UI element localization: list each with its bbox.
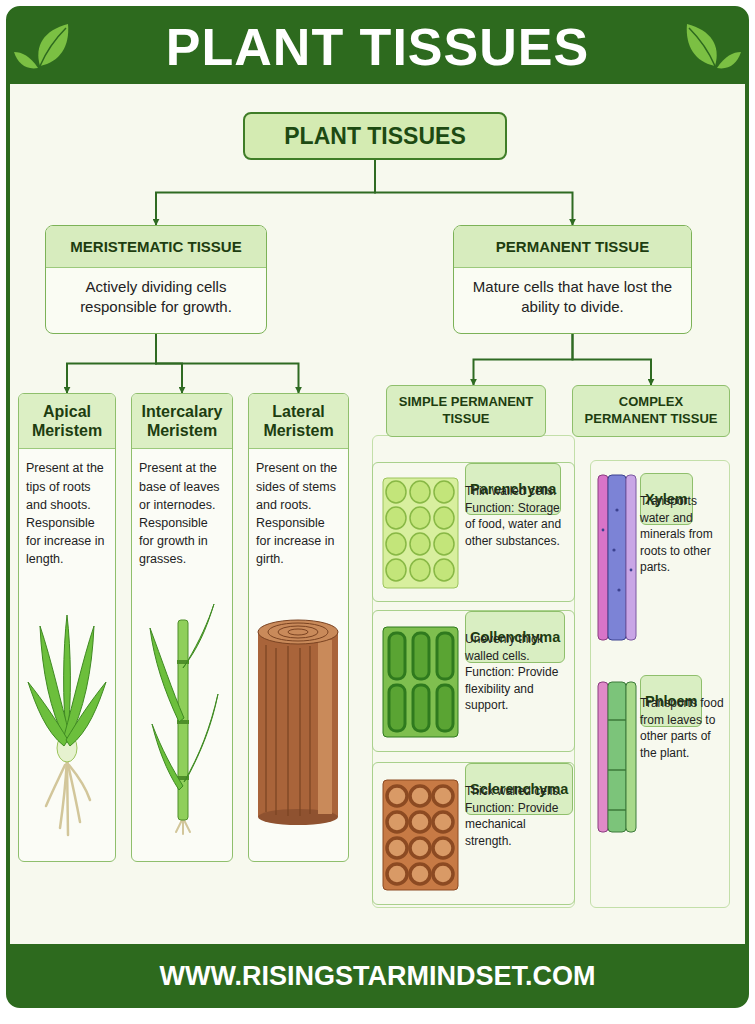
tissue-box: PhloemTransports food from leaves to oth… (590, 675, 730, 855)
connector-arrow (156, 160, 375, 225)
footer-url: WWW.RISINGSTARMINDSET.COM (20, 952, 735, 1000)
node-body: Unevenly thick walled cells. Function: P… (465, 631, 570, 714)
column-fill (248, 393, 349, 862)
node-body: Actively dividing cells responsible for … (46, 268, 266, 327)
node-heading: SIMPLE PERMANENT TISSUE (386, 385, 546, 437)
root-box: PLANT TISSUES (243, 112, 507, 160)
sclerenchyma-cells (383, 780, 458, 890)
node-heading: MERISTEMATIC TISSUE (46, 226, 266, 268)
connector-arrow (67, 334, 156, 393)
title-text: PLANT TISSUES (90, 14, 665, 80)
connector-arrow (474, 334, 573, 385)
tissue-box: SIMPLE PERMANENT TISSUE ParenchymaThin wa… (372, 385, 575, 908)
node-body: Thin walled cells. Function: Storage of … (465, 483, 570, 549)
column-fill (18, 393, 116, 862)
parenchyma-cells (383, 478, 458, 588)
footer-band (8, 944, 747, 1006)
shoot-tip-illustration (28, 615, 106, 835)
collenchyma-cells (383, 627, 458, 737)
node-heading: Apical Meristem (19, 394, 115, 449)
node-body: Present at the base of leaves or interno… (132, 449, 232, 578)
tissue-box: XylemTransports water and minerals from … (590, 473, 730, 653)
tissue-box: CollenchymaUnevenly thick walled cells. … (372, 610, 575, 752)
tissue-box: MERISTEMATIC TISSUEActively dividing cel… (45, 225, 267, 334)
tissue-box: Apical MeristemPresent at the tips of ro… (18, 393, 116, 862)
node-heading: Intercalary Meristem (132, 394, 232, 449)
node-heading: PLANT TISSUES (245, 117, 505, 156)
leaf-icon (687, 24, 741, 68)
node-body: Mature cells that have lost the ability … (454, 268, 691, 327)
column-fill (131, 393, 233, 862)
header-band (8, 8, 747, 84)
node-heading: Lateral Meristem (249, 394, 348, 449)
woody-stem-illustration (258, 620, 338, 825)
tissue-box: Intercalary MeristemPresent at the base … (131, 393, 233, 862)
node-body: Present at the tips of roots and shoots.… (19, 449, 115, 578)
xylem-vessels (598, 475, 636, 640)
leaf-icon (14, 24, 68, 68)
node-body: Transports water and minerals from roots… (640, 493, 726, 576)
node-heading: COMPLEX PERMANENT TISSUE (572, 385, 730, 437)
tissue-box: ParenchymaThin walled cells. Function: S… (372, 462, 575, 602)
node-heading: PERMANENT TISSUE (454, 226, 691, 268)
connector-arrow (375, 160, 573, 225)
node-body: Transports food from leaves to other par… (640, 695, 726, 761)
connector-arrow (573, 334, 652, 385)
tissue-box: SclerenchymaThick walled cells. Function… (372, 762, 575, 905)
connector-arrow (156, 334, 299, 393)
tissue-box: COMPLEX PERMANENT TISSUE XylemTransports … (572, 385, 730, 908)
tissue-box: PERMANENT TISSUEMature cells that have l… (453, 225, 692, 334)
phloem-tubes (598, 682, 636, 832)
grass-stem-illustration (150, 604, 218, 834)
page-frame (8, 8, 747, 1006)
tissue-box: Lateral MeristemPresent on the sides of … (248, 393, 349, 862)
node-body: Thick walled cells. Function: Provide me… (465, 783, 570, 849)
node-body: Present on the sides of stems and roots.… (249, 449, 348, 578)
